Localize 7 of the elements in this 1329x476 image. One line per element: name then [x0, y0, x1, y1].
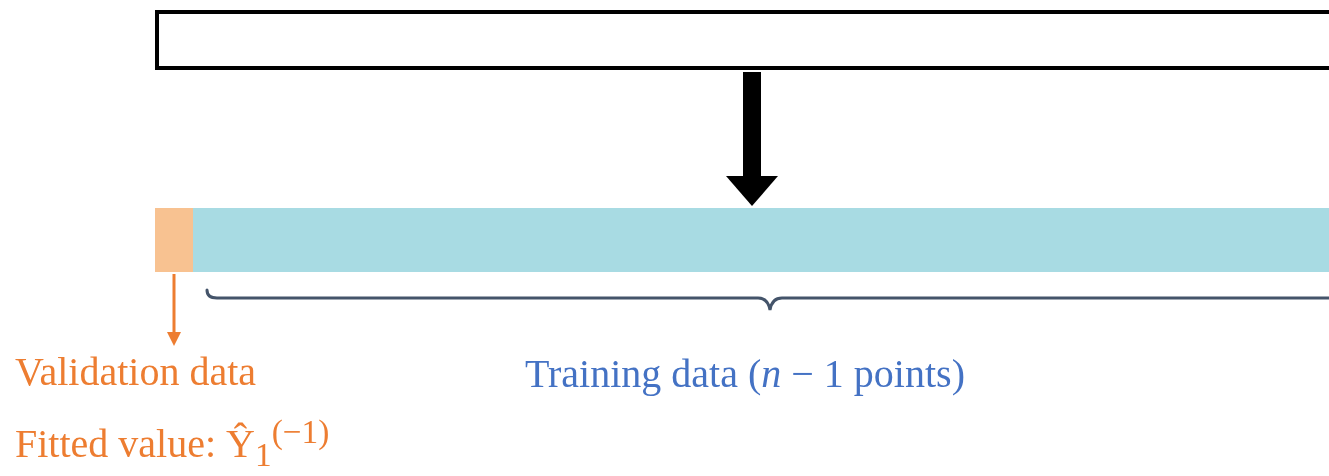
arrow [167, 274, 181, 346]
training-segment [193, 208, 1329, 272]
arrow [726, 72, 778, 206]
validation-segment [155, 208, 193, 272]
bracket-label: Training data (n − 1 points) [525, 350, 965, 398]
heading-text: Validation data [15, 348, 257, 396]
data-box [155, 10, 1329, 70]
